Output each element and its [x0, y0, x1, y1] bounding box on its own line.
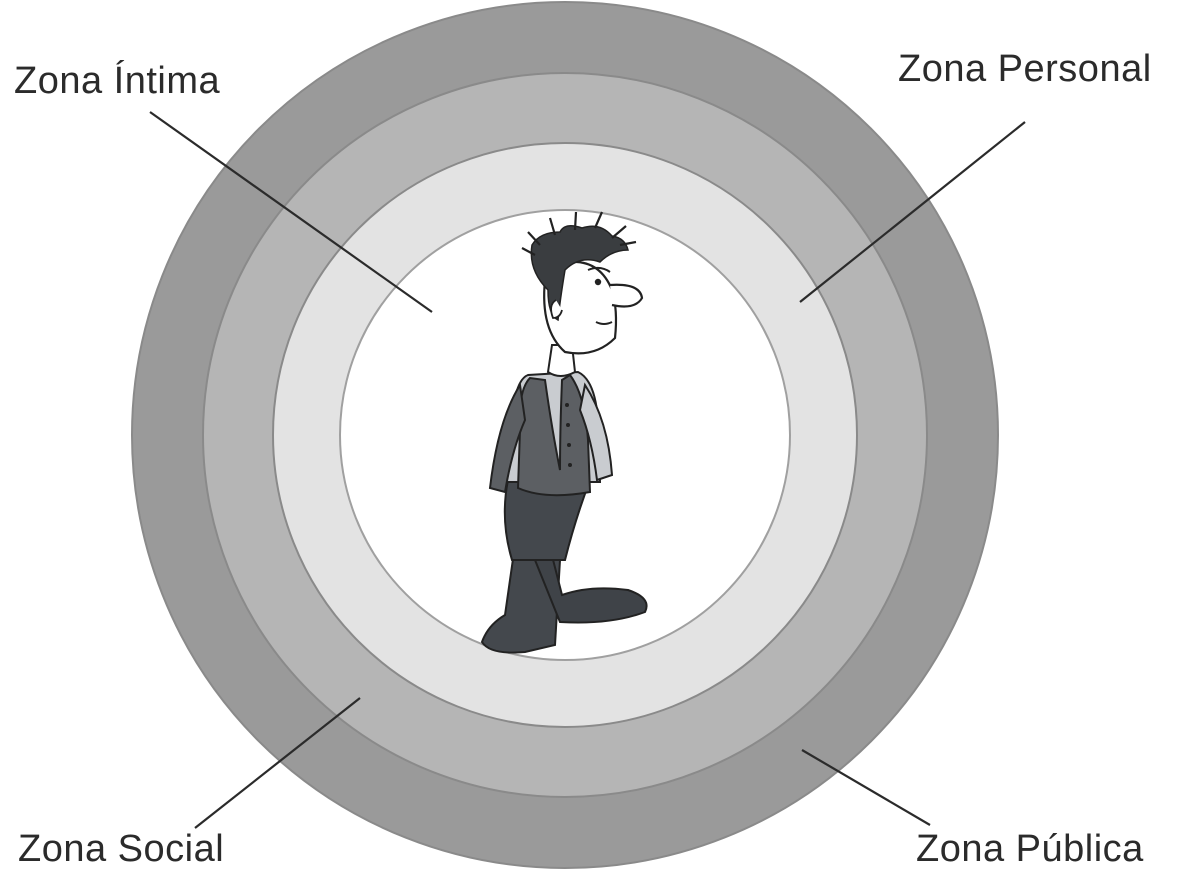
- label-zona-personal: Zona Personal: [898, 48, 1152, 90]
- label-zona-intima: Zona Íntima: [14, 60, 221, 102]
- label-zona-social: Zona Social: [18, 828, 225, 870]
- label-zona-publica: Zona Pública: [916, 828, 1144, 870]
- standing-man-icon: [480, 211, 648, 654]
- leader-line-personal: [799, 121, 1026, 303]
- leader-line-publica: [801, 749, 931, 826]
- leader-line-intima: [149, 111, 433, 313]
- leader-line-social: [194, 697, 361, 829]
